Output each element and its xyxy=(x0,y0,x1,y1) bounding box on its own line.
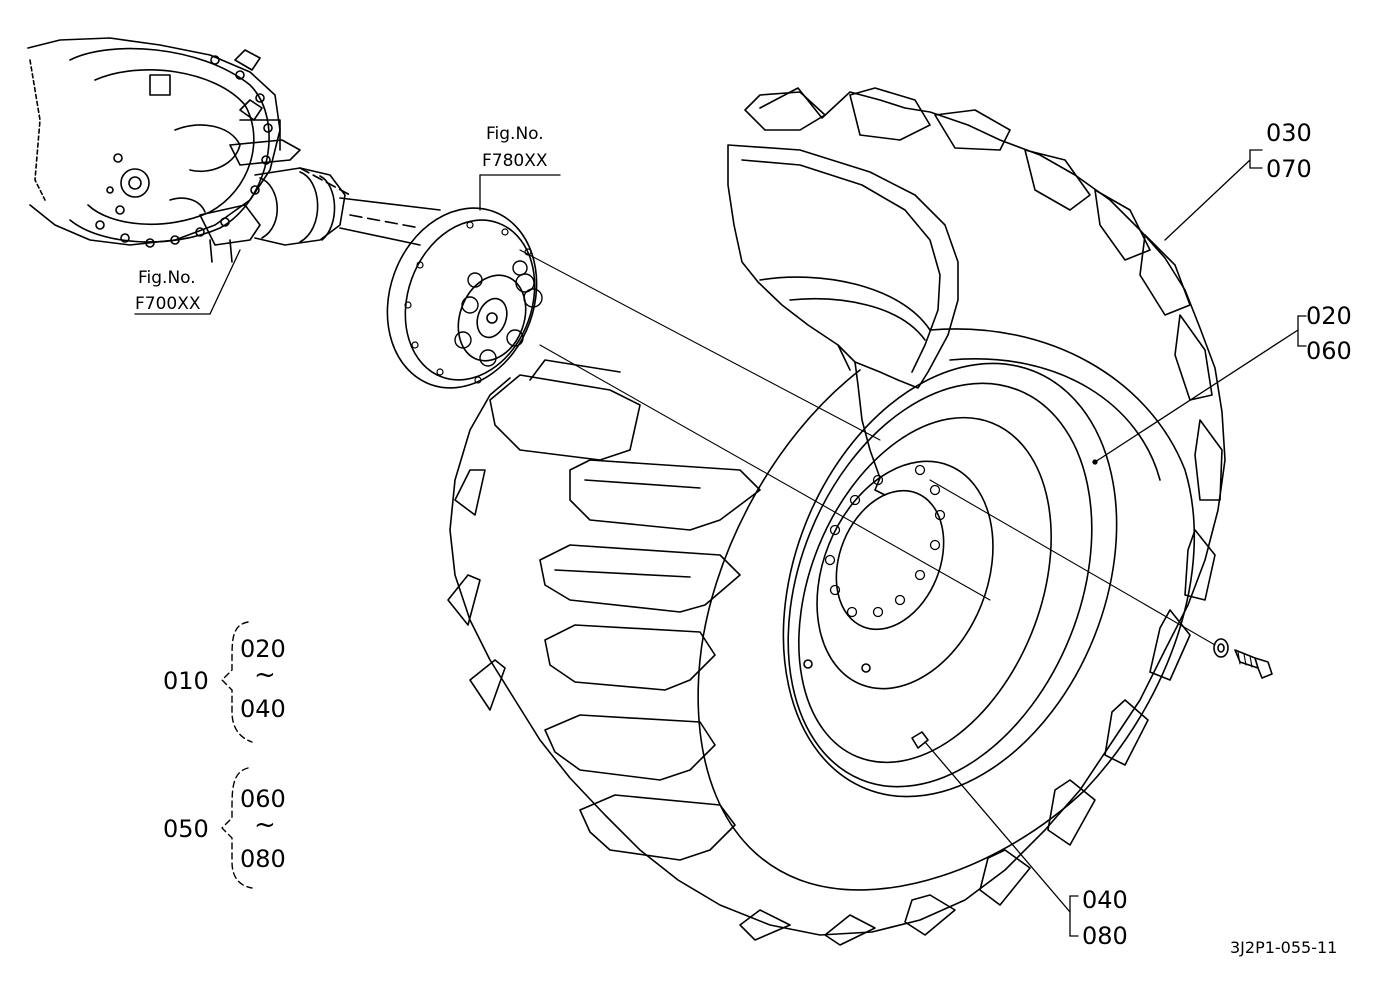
assembly-parent-050: 050 xyxy=(163,815,209,843)
fig-ref-label-1: Fig.No. xyxy=(486,124,544,144)
callout-tire-030: 030 xyxy=(1266,119,1312,147)
callout-rim-060: 060 xyxy=(1306,337,1352,365)
callout-rim-020: 020 xyxy=(1306,302,1352,330)
fig-ref-code-1: F780XX xyxy=(482,151,548,171)
transmission-housing xyxy=(27,37,346,263)
drawing-id: 3J2P1-055-11 xyxy=(1230,938,1338,957)
callout-valve-080: 080 xyxy=(1082,922,1128,950)
rim xyxy=(782,362,1118,798)
assembly-parent-010: 010 xyxy=(163,667,209,695)
assembly-to-080: 080 xyxy=(240,845,286,873)
fig-ref-label-2: Fig.No. xyxy=(138,268,196,288)
callout-valve-040: 040 xyxy=(1082,886,1128,914)
tire xyxy=(447,87,1226,946)
assembly-from-060: 060 xyxy=(240,785,286,813)
assembly-tilde-2: ~ xyxy=(254,810,276,840)
wheel-bolt xyxy=(1213,638,1273,679)
assembly-tilde-1: ~ xyxy=(254,660,276,690)
assembly-to-040: 040 xyxy=(240,695,286,723)
assembly-from-020: 020 xyxy=(240,635,286,663)
assembly-braces xyxy=(221,621,253,889)
axle-shaft xyxy=(299,167,441,246)
centerlines xyxy=(519,249,1216,646)
callout-tire-070: 070 xyxy=(1266,155,1312,183)
tire-cross-section xyxy=(727,144,959,496)
leader-lines xyxy=(134,149,1307,937)
hub-flange xyxy=(386,207,543,389)
fig-ref-code-2: F700XX xyxy=(135,294,201,314)
